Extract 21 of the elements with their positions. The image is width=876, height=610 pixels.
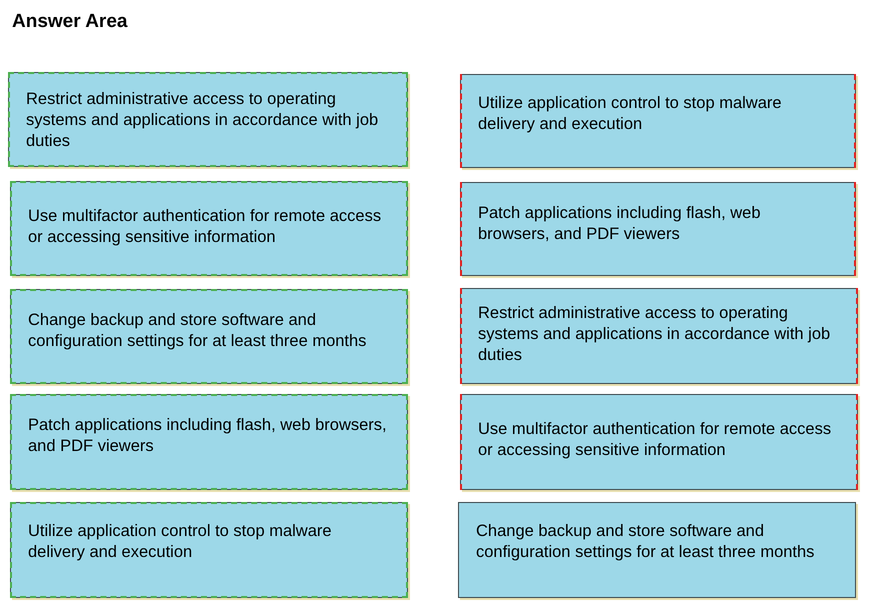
answer-card [10, 394, 408, 490]
card-text: Utilize application control to stop malware delivery and execution [28, 521, 333, 563]
answer-card [460, 74, 856, 168]
answer-card [10, 502, 408, 598]
card-text: Patch applications including flash, web browsers, and PDF viewers [28, 415, 387, 457]
answer-card [8, 72, 408, 167]
card-text: Change backup and store software and configuration settings for at least three months [28, 310, 368, 352]
card-text: Utilize application control to stop malware delivery and execution [478, 93, 783, 135]
card-text: Use multifactor authentication for remote access or accessing sensitive information [478, 419, 832, 461]
answer-card [458, 502, 856, 598]
card-text: Restrict administrative access to operating systems and applications in accordance with job duties [478, 303, 832, 366]
answer-card [460, 394, 858, 490]
answer-card [10, 289, 408, 384]
card-text: Patch applications including flash, web browsers, and PDF viewers [478, 203, 762, 245]
card-text: Restrict administrative access to operating systems and applications in accordance with job duties [26, 89, 380, 152]
answer-card [460, 182, 856, 276]
card-text: Use multifactor authentication for remote access or accessing sensitive information [28, 206, 382, 248]
heading: Answer Area [12, 10, 128, 34]
answer-card [460, 288, 858, 384]
card-text: Change backup and store software and configuration settings for at least three months [476, 521, 816, 563]
answer-card [10, 181, 408, 276]
